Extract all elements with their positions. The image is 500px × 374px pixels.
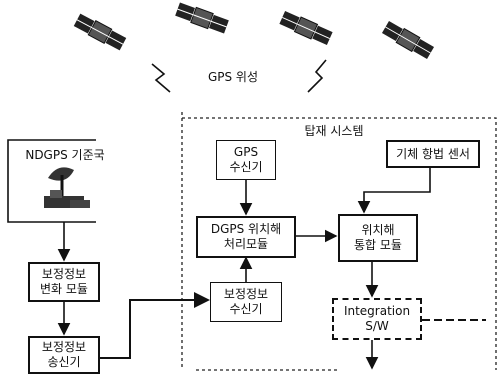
gps-receiver-line1: GPS — [234, 145, 258, 160]
satellite-icon-1 — [73, 13, 126, 52]
satellite-icon-2 — [175, 2, 229, 35]
correction-receiver-line1: 보정정보 — [224, 287, 268, 302]
dgps-module: DGPS 위치해 처리모듈 — [196, 216, 296, 258]
fusion-module: 위치해 통합 모듈 — [338, 214, 418, 262]
correction-transmitter-line2: 송신기 — [47, 355, 80, 370]
arrow-sensor-to-fusion — [364, 168, 430, 212]
onboard-system-label: 탑재 시스템 — [284, 124, 384, 138]
gps-receiver: GPS 수신기 — [216, 140, 276, 180]
correction-convert-line1: 보정정보 — [42, 267, 86, 282]
signal-zigzag-left — [152, 64, 170, 92]
ndgps-station-label: NDGPS 기준국 — [10, 148, 120, 162]
antenna-icon — [44, 167, 90, 208]
correction-convert-module: 보정정보 변화 모듈 — [28, 262, 100, 302]
satellite-icon-4 — [381, 20, 434, 60]
correction-transmitter: 보정정보 송신기 — [28, 336, 100, 374]
link-transmitter-to-receiver — [100, 300, 208, 358]
dgps-module-line2: 처리모듈 — [224, 237, 268, 252]
correction-convert-line2: 변화 모듈 — [40, 282, 88, 297]
fusion-module-line1: 위치해 — [361, 223, 394, 238]
gps-satellite-label: GPS 위성 — [188, 70, 278, 84]
correction-transmitter-line1: 보정정보 — [42, 340, 86, 355]
satellite-icon-3 — [279, 10, 333, 46]
airframe-sensor-label: 기체 항법 센서 — [396, 147, 470, 162]
correction-receiver-line2: 수신기 — [229, 302, 262, 317]
integration-sw-line2: S/W — [365, 319, 389, 334]
signal-zigzag-right — [308, 60, 326, 92]
fusion-module-line2: 통합 모듈 — [354, 238, 402, 253]
integration-sw: Integration S/W — [332, 298, 422, 340]
correction-receiver: 보정정보 수신기 — [210, 282, 282, 322]
dgps-module-line1: DGPS 위치해 — [211, 222, 281, 237]
airframe-sensor: 기체 항법 센서 — [386, 140, 480, 168]
integration-sw-line1: Integration — [344, 304, 410, 319]
gps-receiver-line2: 수신기 — [229, 160, 262, 175]
